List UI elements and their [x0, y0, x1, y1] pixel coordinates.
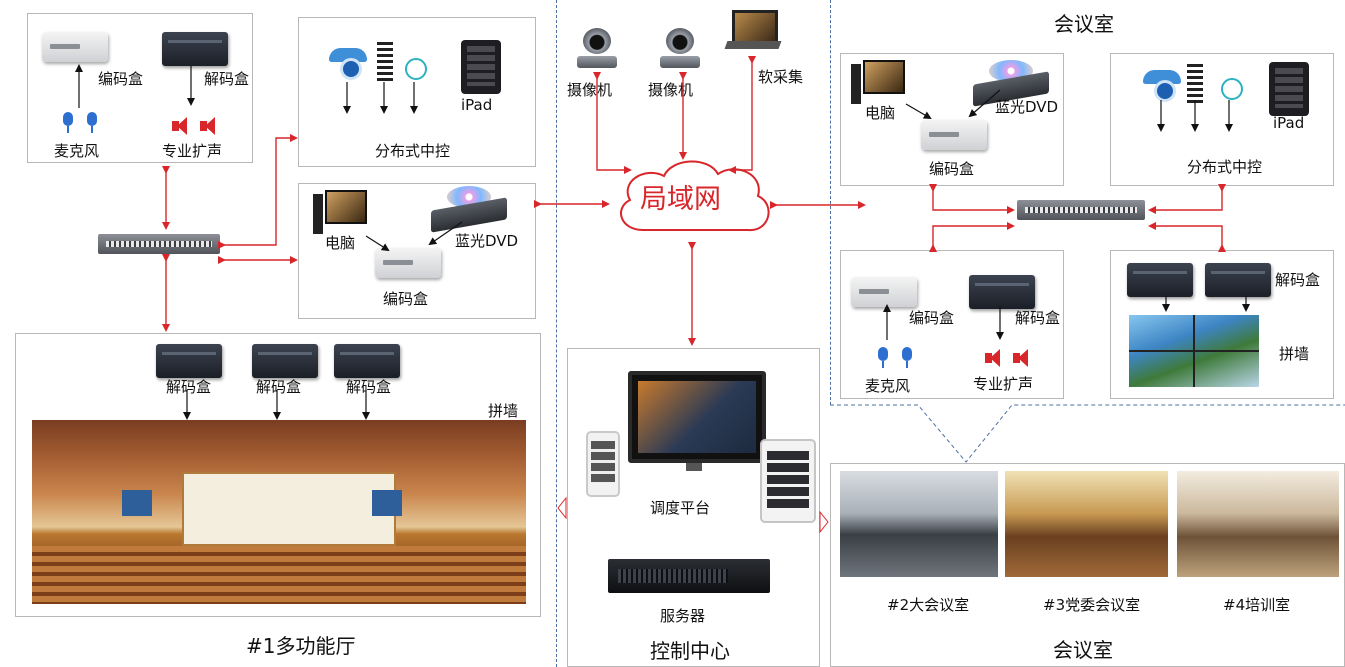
right-control-box: iPad 分布式中控: [1110, 53, 1334, 186]
video-wall-label: 拼墙: [1279, 345, 1310, 363]
computer-label: 电脑: [325, 234, 356, 252]
decoder-label: 解码盒: [166, 378, 212, 396]
room-label-3: #3党委会议室: [1043, 596, 1141, 614]
decoder-label: 解码盒: [1275, 271, 1321, 289]
hall-photo: [32, 420, 526, 604]
dispatch-monitor-icon: [628, 371, 766, 463]
ptz-camera-icon: [660, 28, 700, 70]
video-wall-icon: [1129, 315, 1259, 387]
speaker-icon: [200, 117, 220, 135]
meeting-rooms-box: #2大会议室 #3党委会议室 #4培训室 会议室: [830, 463, 1345, 667]
ptz-camera-icon: [577, 28, 617, 70]
microphone-label: 麦克风: [865, 377, 911, 395]
decoder-device-icon: [162, 32, 228, 66]
level-bars-icon: [377, 42, 393, 82]
speaker-icon: [985, 349, 1005, 367]
left-av-box: 编码盒 解码盒 麦克风 专业扩声: [27, 13, 253, 163]
lan-cloud: [620, 160, 770, 232]
speaker-label: 专业扩声: [973, 375, 1034, 393]
control-title: 分布式中控: [1187, 158, 1263, 176]
bluray-dvd-icon: [971, 60, 1051, 104]
room-photo-4: [1177, 471, 1339, 577]
tablet-icon: [760, 439, 816, 523]
room-label-2: #2大会议室: [887, 596, 970, 614]
computer-label: 电脑: [865, 104, 896, 122]
lan-label: 局域网: [640, 184, 721, 215]
microphone-label: 麦克风: [54, 142, 100, 160]
encoder-device-icon: [851, 277, 917, 307]
dome-camera-icon: [329, 48, 367, 80]
light-bulb-icon: [405, 58, 427, 80]
decoder-device-icon: [252, 344, 318, 378]
left-source-box: 电脑 蓝光DVD 编码盒: [298, 183, 536, 319]
speaker-label: 专业扩声: [162, 142, 223, 160]
encoder-label: 编码盒: [98, 70, 144, 88]
laptop-icon: [726, 10, 780, 52]
encoder-label: 编码盒: [909, 309, 955, 327]
room-label-4: #4培训室: [1223, 596, 1291, 614]
control-center-box: 调度平台 服务器 控制中心: [567, 348, 820, 667]
dispatch-label: 调度平台: [650, 499, 711, 517]
right-source-box: 电脑 蓝光DVD 编码盒: [840, 53, 1064, 186]
server-label: 服务器: [660, 607, 706, 625]
control-title: 分布式中控: [375, 142, 451, 160]
left-control-box: iPad 分布式中控: [298, 17, 536, 167]
light-bulb-icon: [1221, 78, 1243, 100]
decoder-device-icon: [334, 344, 400, 378]
encoder-device-icon: [921, 120, 987, 150]
decoder-device-icon: [969, 275, 1035, 309]
ipad-label: iPad: [1273, 114, 1305, 132]
computer-icon: [313, 190, 367, 234]
right-av-box: 编码盒 解码盒 麦克风 专业扩声: [840, 250, 1064, 399]
encoder-device-icon: [42, 32, 108, 62]
bluray-dvd-icon: [429, 186, 509, 230]
video-wall-label: 拼墙: [488, 402, 519, 420]
dome-camera-icon: [1143, 70, 1181, 102]
ipad-icon: [1269, 62, 1309, 116]
decoder-label: 解码盒: [204, 70, 250, 88]
room-photo-2: [840, 471, 998, 577]
microphone-icon: [62, 112, 74, 134]
encoder-label: 编码盒: [929, 160, 975, 178]
microphone-icon: [901, 347, 913, 369]
speaker-icon: [172, 117, 192, 135]
encoder-device-icon: [375, 248, 441, 278]
network-switch-icon: [1017, 200, 1145, 220]
level-bars-icon: [1187, 64, 1203, 104]
divider-left: [556, 0, 557, 667]
soft-capture-label: 软采集: [758, 68, 804, 86]
server-icon: [608, 559, 770, 593]
meeting-room-title-top: 会议室: [1054, 12, 1114, 36]
meeting-room-title-bottom: 会议室: [1053, 638, 1113, 662]
decoder-label: 解码盒: [346, 378, 392, 396]
dvd-label: 蓝光DVD: [995, 98, 1059, 116]
hall-title: #1多功能厅: [246, 634, 356, 658]
smartphone-icon: [586, 431, 620, 497]
microphone-icon: [877, 347, 889, 369]
decoder-device-icon: [1205, 263, 1271, 297]
decoder-label: 解码盒: [1015, 309, 1061, 327]
ipad-label: iPad: [461, 96, 493, 114]
network-switch-icon: [98, 234, 220, 254]
speaker-icon: [1013, 349, 1033, 367]
dvd-label: 蓝光DVD: [455, 232, 519, 250]
microphone-icon: [86, 112, 98, 134]
encoder-label: 编码盒: [383, 290, 429, 308]
ipad-icon: [461, 40, 501, 94]
computer-icon: [851, 60, 905, 104]
room-photo-3: [1005, 471, 1168, 577]
right-wall-box: 解码盒 拼墙: [1110, 250, 1334, 399]
decoder-device-icon: [1127, 263, 1193, 297]
control-center-title: 控制中心: [650, 639, 730, 663]
decoder-label: 解码盒: [256, 378, 302, 396]
decoder-device-icon: [156, 344, 222, 378]
